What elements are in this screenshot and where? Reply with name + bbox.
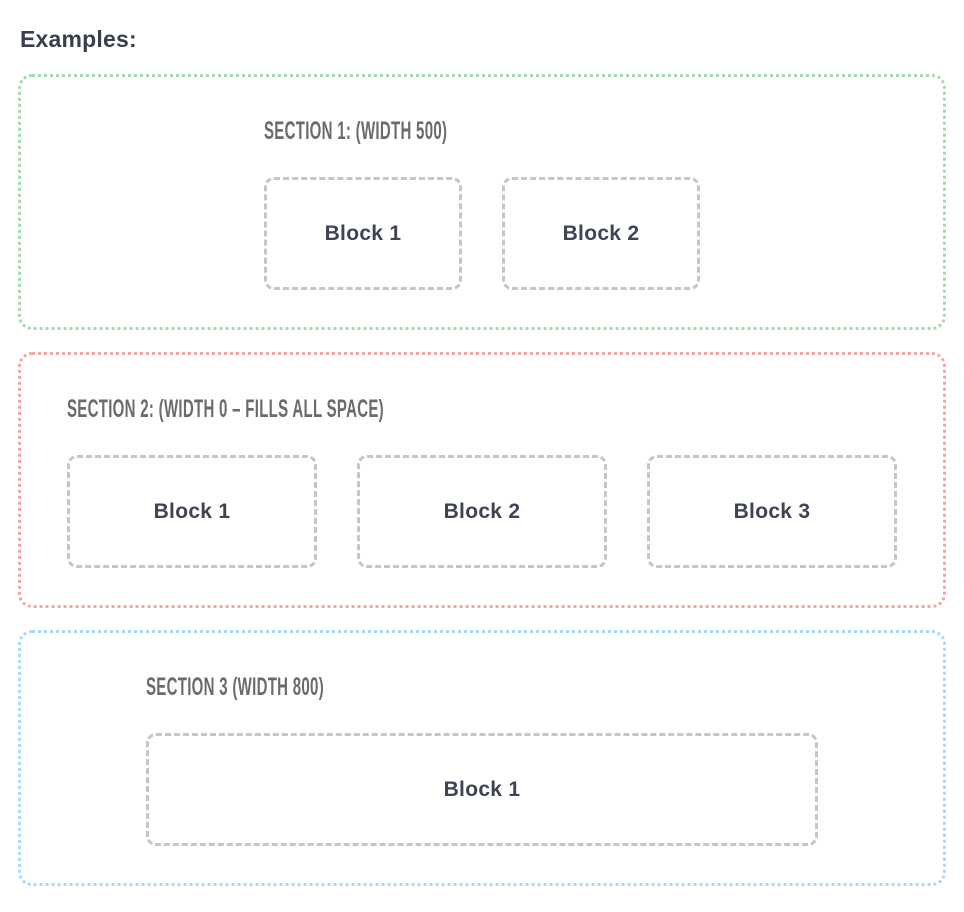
section-3-blocks-row: Block 1	[146, 733, 818, 846]
section-2-block-2: Block 2	[357, 455, 607, 568]
block-label: Block 1	[324, 221, 402, 245]
section-1-content: SECTION 1: (WIDTH 500) Block 1 Block 2	[232, 77, 732, 327]
section-3-title: SECTION 3 (WIDTH 800)	[146, 673, 818, 701]
section-2-container: SECTION 2: (WIDTH 0 – FILLS ALL SPACE) B…	[18, 352, 946, 608]
section-1-block-2: Block 2	[502, 177, 700, 290]
section-2-title: SECTION 2: (WIDTH 0 – FILLS ALL SPACE)	[67, 395, 897, 423]
block-label: Block 2	[562, 221, 640, 245]
section-1-title-text: SECTION 1: (WIDTH 500)	[264, 117, 448, 145]
section-3-title-text: SECTION 3 (WIDTH 800)	[146, 673, 324, 701]
section-1-blocks-row: Block 1 Block 2	[264, 177, 700, 290]
section-1-container: SECTION 1: (WIDTH 500) Block 1 Block 2	[18, 74, 946, 330]
section-2-blocks-row: Block 1 Block 2 Block 3	[67, 455, 897, 568]
section-2-title-text: SECTION 2: (WIDTH 0 – FILLS ALL SPACE)	[67, 395, 384, 423]
section-3-content: SECTION 3 (WIDTH 800) Block 1	[82, 633, 882, 883]
block-label: Block 1	[153, 499, 231, 523]
section-1-block-1: Block 1	[264, 177, 462, 290]
section-2-block-3: Block 3	[647, 455, 897, 568]
section-3-container: SECTION 3 (WIDTH 800) Block 1	[18, 630, 946, 886]
block-label: Block 3	[733, 499, 811, 523]
block-label: Block 1	[443, 777, 521, 801]
section-1-title: SECTION 1: (WIDTH 500)	[264, 117, 700, 145]
block-label: Block 2	[443, 499, 521, 523]
section-3-block-1: Block 1	[146, 733, 818, 846]
page-title: Examples:	[20, 26, 137, 52]
section-2-block-1: Block 1	[67, 455, 317, 568]
section-2-content: SECTION 2: (WIDTH 0 – FILLS ALL SPACE) B…	[21, 355, 943, 605]
